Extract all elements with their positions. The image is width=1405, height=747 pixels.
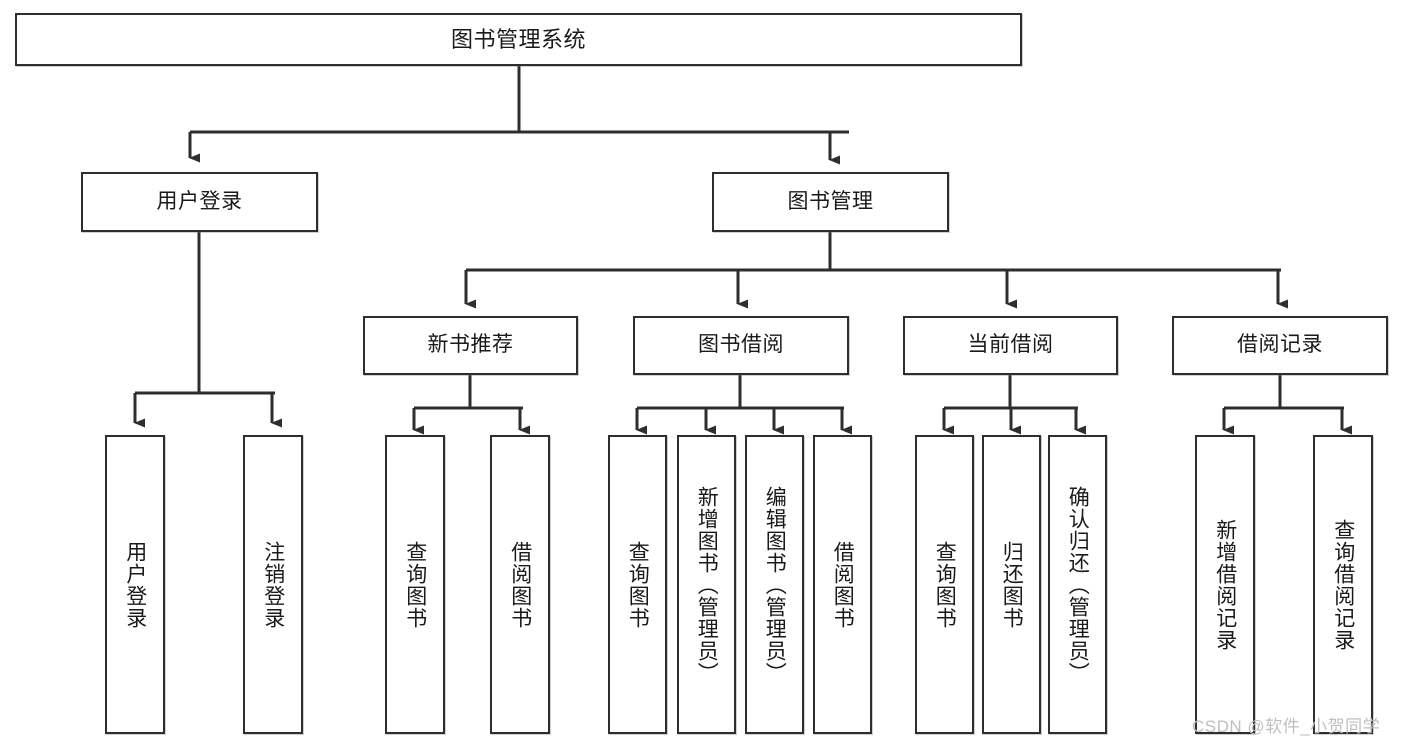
leaf-query-book-recommend[interactable]: 查询图书: [385, 435, 445, 734]
node-label: 用户登录: [156, 189, 243, 213]
leaf-confirm-return-admin[interactable]: 确认归还（管理员）: [1048, 435, 1107, 734]
leaf-add-borrow-record[interactable]: 新增借阅记录: [1195, 435, 1255, 734]
node-label: 图书借阅: [698, 333, 784, 357]
node-label: 图书管理系统: [450, 26, 586, 52]
node-label: 借阅图书: [831, 540, 855, 629]
node-new-book-recommend[interactable]: 新书推荐: [363, 316, 578, 375]
leaf-logout[interactable]: 注销登录: [243, 435, 303, 734]
node-label: 当前借阅: [967, 333, 1054, 357]
node-label: 新增图书（管理员）: [695, 485, 719, 684]
leaf-return-book[interactable]: 归还图书: [982, 435, 1041, 734]
csdn-watermark: CSDN @软件_小贺同学: [1192, 717, 1381, 736]
leaf-borrow-book-recommend[interactable]: 借阅图书: [490, 435, 550, 734]
node-label: 新书推荐: [427, 333, 514, 357]
node-label: 查询图书: [626, 540, 650, 629]
node-label: 查询图书: [933, 540, 957, 629]
leaf-edit-book-admin[interactable]: 编辑图书（管理员）: [745, 435, 804, 734]
node-borrow-record[interactable]: 借阅记录: [1172, 316, 1388, 375]
leaf-query-book-current[interactable]: 查询图书: [915, 435, 974, 734]
node-label: 新增借阅记录: [1213, 518, 1237, 651]
node-label: 查询借阅记录: [1331, 518, 1355, 651]
node-label: 查询图书: [403, 540, 427, 629]
node-label: 借阅图书: [508, 540, 532, 629]
node-root-book-management-system[interactable]: 图书管理系统: [15, 13, 1022, 66]
leaf-user-login[interactable]: 用户登录: [105, 435, 165, 734]
node-book-management[interactable]: 图书管理: [712, 172, 949, 232]
node-label: 图书管理: [787, 189, 874, 213]
leaf-add-book-admin[interactable]: 新增图书（管理员）: [677, 435, 736, 734]
node-label: 用户登录: [123, 540, 147, 629]
node-current-borrow[interactable]: 当前借阅: [903, 316, 1118, 375]
node-book-borrow[interactable]: 图书借阅: [633, 316, 849, 375]
leaf-query-borrow-record[interactable]: 查询借阅记录: [1313, 435, 1373, 734]
node-label: 确认归还（管理员）: [1066, 485, 1090, 684]
leaf-borrow-book[interactable]: 借阅图书: [813, 435, 872, 734]
node-label: 归还图书: [1000, 540, 1024, 629]
node-label: 注销登录: [261, 540, 285, 629]
node-label: 借阅记录: [1237, 333, 1323, 357]
node-user-login[interactable]: 用户登录: [81, 172, 318, 232]
leaf-query-book-borrow[interactable]: 查询图书: [608, 435, 667, 734]
node-label: 编辑图书（管理员）: [763, 485, 787, 684]
